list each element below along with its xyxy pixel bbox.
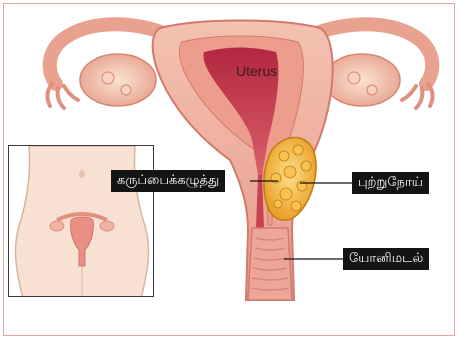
vagina-label: யோனிமடல் [343,248,429,270]
uterus-label: Uterus [236,63,277,79]
left-ovary [80,54,156,106]
cervix-label: கருப்பைக்கழுத்து [111,170,225,192]
body-inset [8,145,154,297]
body-silhouette [9,146,154,297]
right-ovary [324,54,400,106]
cancer-label: புற்றுநோய் [352,172,429,194]
